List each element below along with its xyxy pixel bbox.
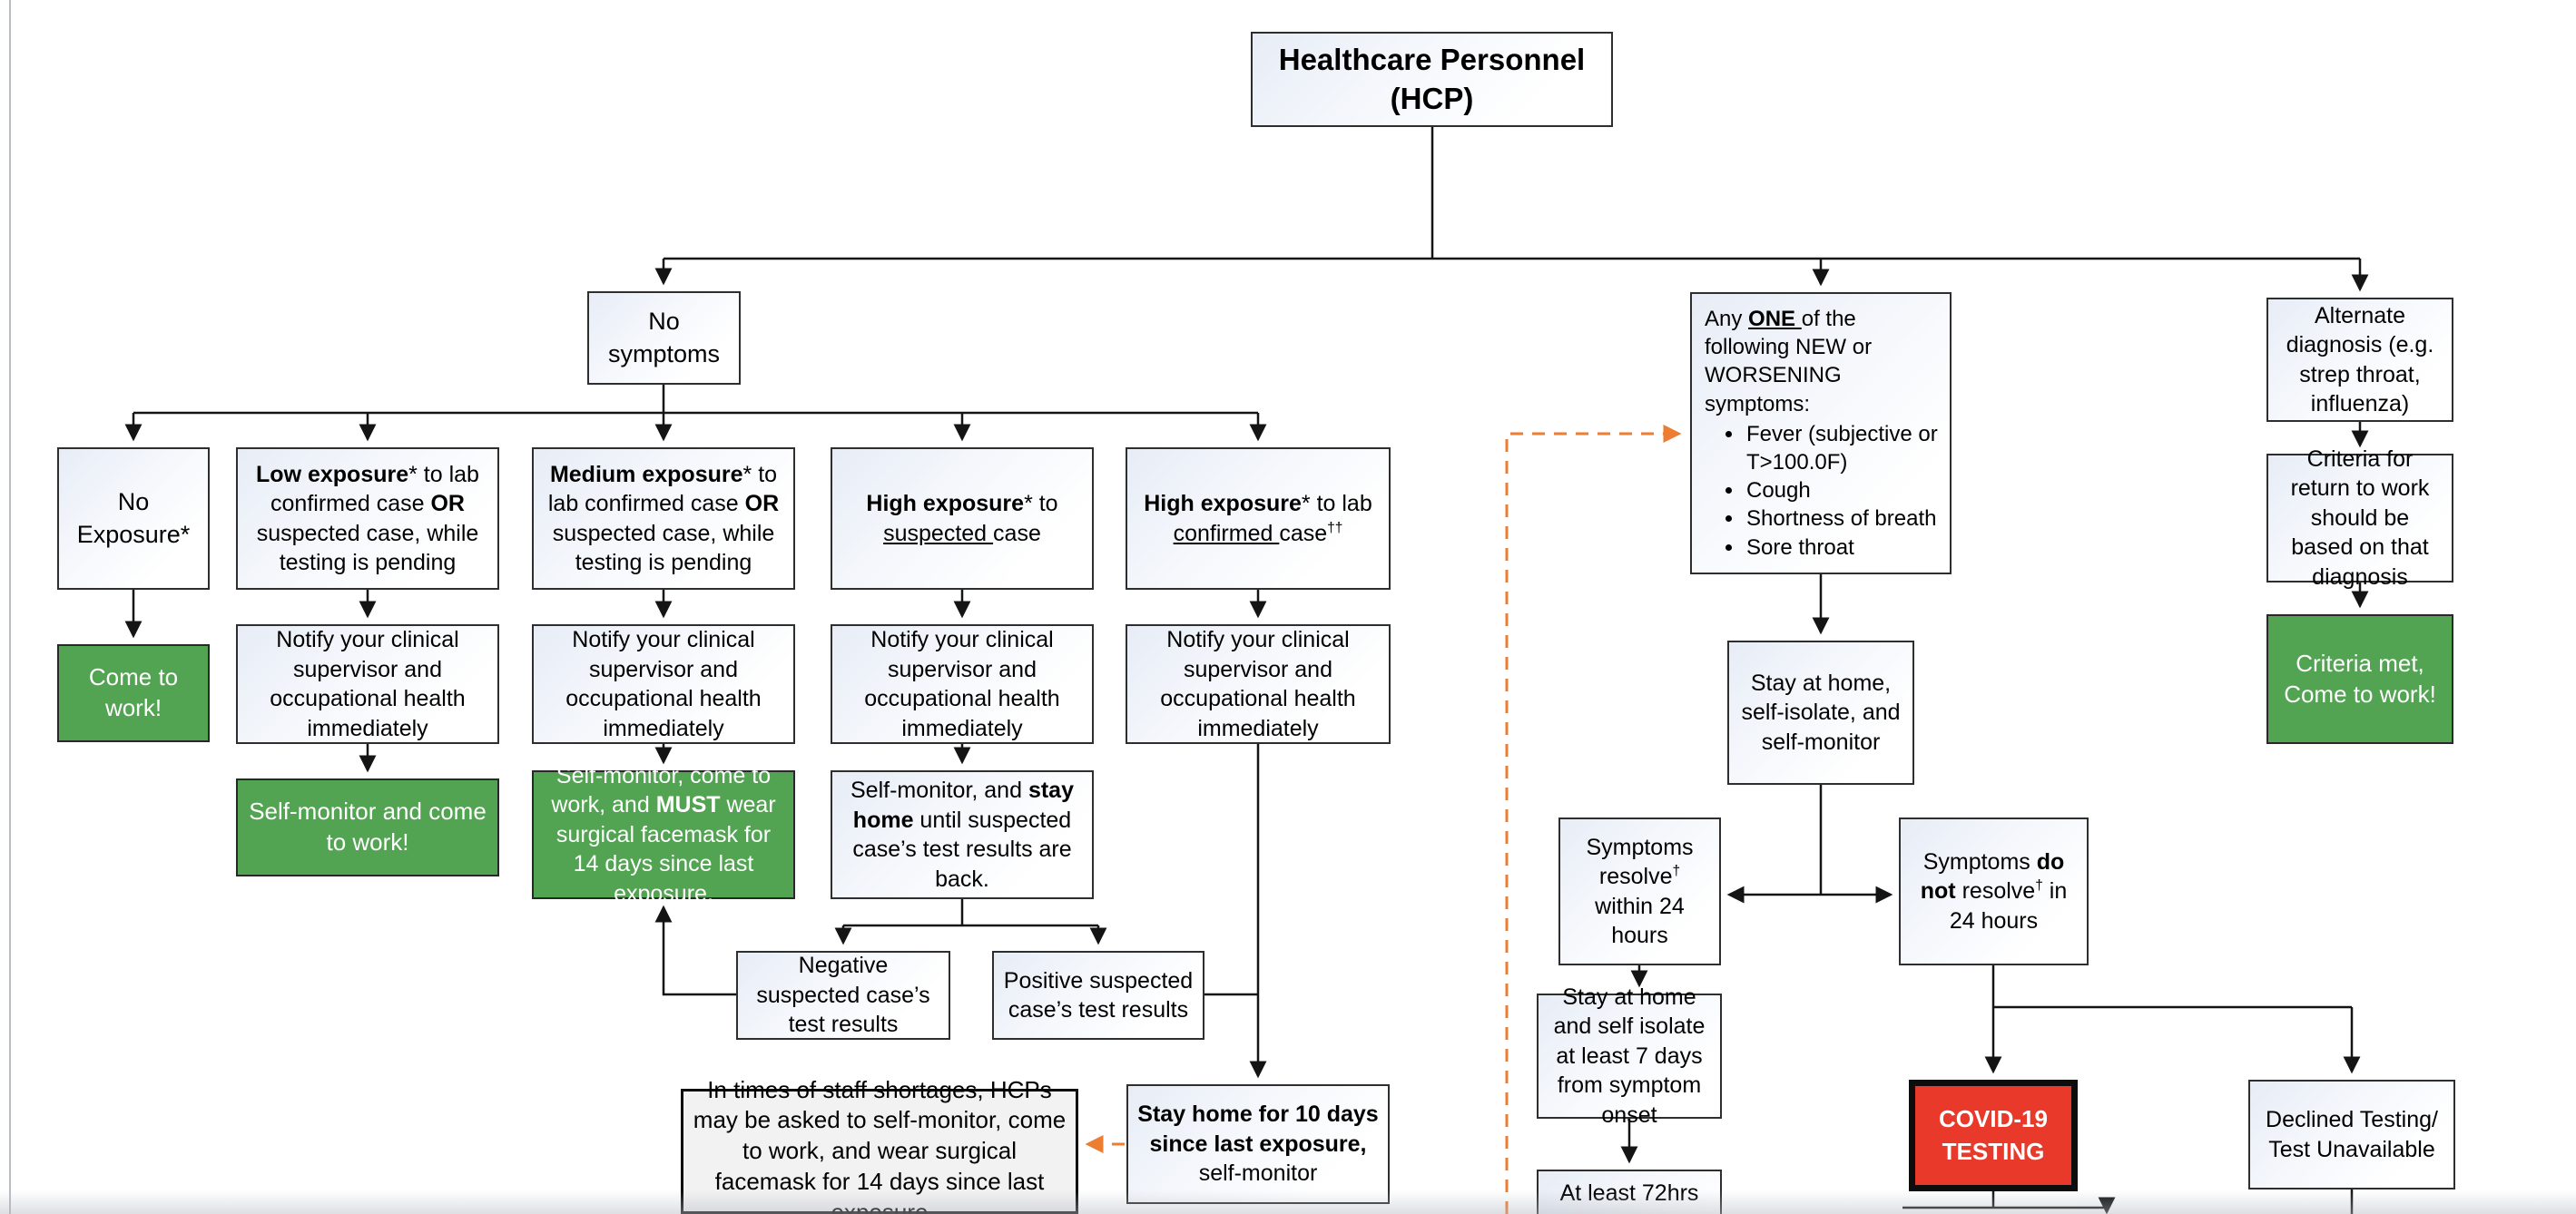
self-monitor-facemask-box: Self-monitor, come to work, and MUST wea… [532,763,795,906]
symptoms-do-not-resolve-box: Symptoms do not resolve† in 24 hours [1899,817,2089,965]
symptoms-bullet-list: Fever (subjective or T>100.0F)CoughShort… [1705,420,1941,562]
notify-supervisor-box-1: Notify your clinical supervisor and occu… [236,624,499,744]
low-exposure-box: Low exposure* to lab confirmed case OR s… [236,447,499,590]
high-exposure-confirmed-box: High exposure* to lab confirmed case†† [1126,447,1391,590]
symptoms-resolve-box: Symptoms resolve† within 24 hours [1558,817,1721,965]
page-edge-line [9,0,11,1214]
any-one-symptoms-header: Any ONE of the following NEW or WORSENIN… [1705,307,1873,416]
at-least-72hrs-box: At least 72hrs have passed since [1537,1170,1722,1214]
negative-test-results-box: Negative suspected case’s test results [736,951,950,1040]
self-monitor-stay-home-box: Self-monitor, and stay home until suspec… [831,770,1094,899]
any-one-symptoms-box: Any ONE of the following NEW or WORSENIN… [1690,292,1952,574]
notify-supervisor-box-4: Notify your clinical supervisor and occu… [1126,624,1391,744]
positive-test-results-box: Positive suspected case’s test results [992,951,1204,1040]
stay-home-10-days-box: Stay home for 10 days since last exposur… [1126,1084,1390,1204]
stay-home-isolate-box: Stay at home, self-isolate, and self-mon… [1727,641,1914,785]
page-bottom-fade [0,1190,2576,1214]
high-exposure-suspected-box: High exposure* to suspected case [831,447,1094,590]
notify-supervisor-box-3: Notify your clinical supervisor and occu… [831,624,1094,744]
criteria-return-box: Criteria for return to work should be ba… [2266,446,2453,590]
no-symptoms-box: No symptoms [587,291,741,385]
staff-shortage-note-box: In times of staff shortages, HCPs may be… [681,1076,1078,1214]
declined-testing-box: Declined Testing/ Test Unavailable [2248,1080,2455,1190]
stay-home-7-days-box: Stay at home and self isolate at least 7… [1537,984,1722,1128]
alternate-diagnosis-box: Alternate diagnosis (e.g. strep throat, … [2266,298,2453,422]
come-to-work-box: Come to work! [57,644,210,742]
no-exposure-box: No Exposure* [57,447,210,590]
covid-testing-box: COVID-19 TESTING [1909,1080,2078,1191]
criteria-met-box: Criteria met, Come to work! [2266,614,2453,744]
title-box-healthcare-personnel: Healthcare Personnel (HCP) [1251,32,1613,127]
medium-exposure-box: Medium exposure* to lab confirmed case O… [532,447,795,590]
self-monitor-come-to-work-box: Self-monitor and come to work! [236,778,499,876]
notify-supervisor-box-2: Notify your clinical supervisor and occu… [532,624,795,744]
